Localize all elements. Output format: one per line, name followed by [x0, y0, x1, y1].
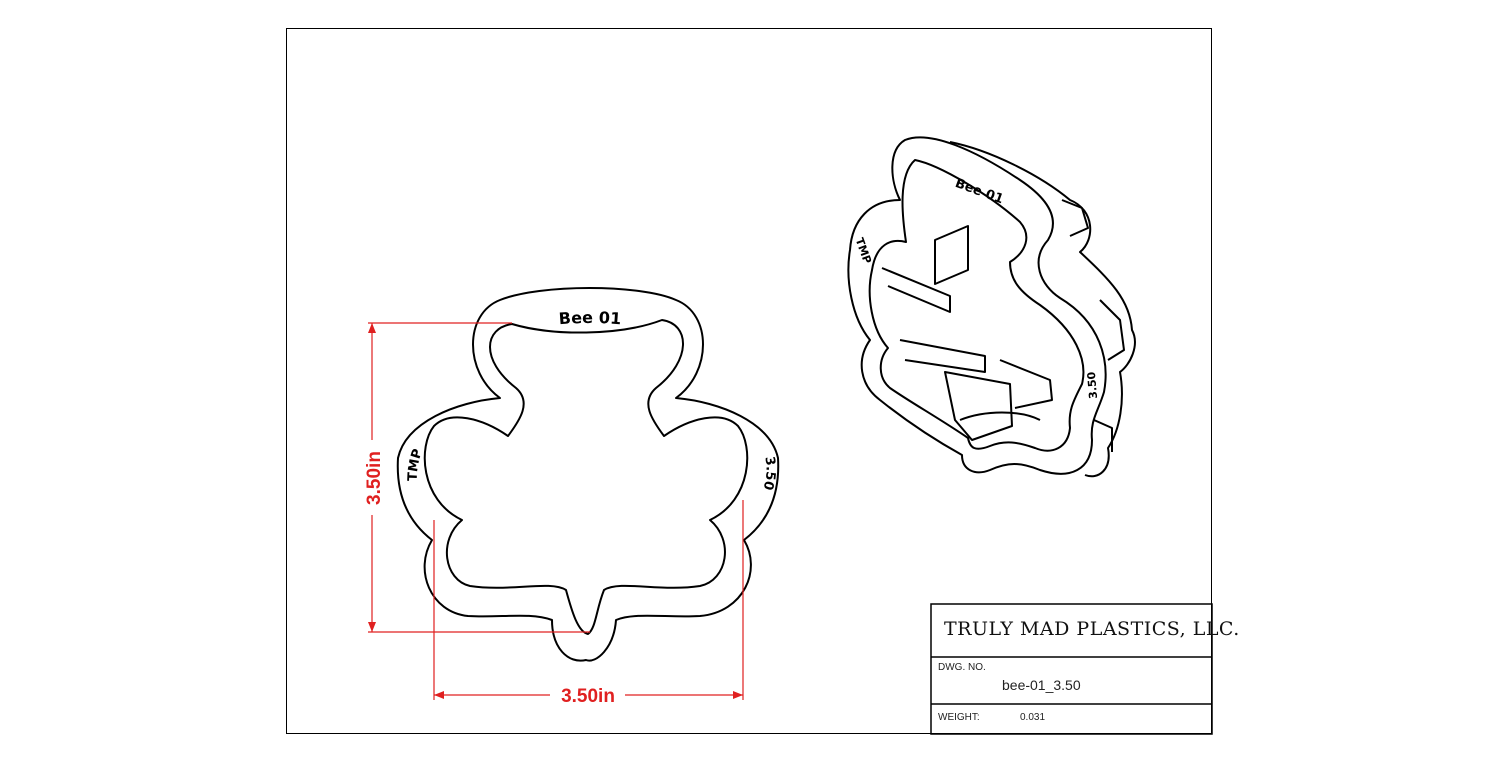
isometric-view-cutter [847, 136, 1136, 478]
cutter-inner-outline [423, 319, 749, 635]
iso-engraving-size: 3.50 [1085, 371, 1100, 400]
weight-label: WEIGHT: [938, 712, 980, 723]
dimension-lines [368, 322, 744, 700]
iso-engraving-brand: TMP [853, 236, 874, 265]
front-view-cutter [396, 287, 780, 662]
title-block-company: TRULY MAD PLASTICS, LLC. [944, 618, 1240, 640]
engraving-name-text: Bee 01 [558, 308, 622, 328]
iso-back-outline [949, 141, 1136, 478]
engraving-brand-text: TMP [406, 447, 426, 481]
dwg-no-label: DWG. NO. [938, 662, 986, 673]
engraving-size-text: 3.50 [760, 456, 778, 492]
iso-engraving-name: Bee 01 [953, 176, 1005, 207]
iso-front-outer [847, 136, 1107, 475]
drawing-frame [286, 28, 1212, 734]
title-block [930, 603, 1213, 735]
iso-front-inner [868, 159, 1085, 452]
weight-value: 0.031 [1020, 712, 1046, 723]
cutter-outer-outline [396, 287, 780, 662]
dwg-no-value: bee-01_3.50 [1002, 677, 1081, 693]
dimension-width-label: 3.50in [561, 686, 615, 707]
dimension-height-label: 3.50in [364, 451, 385, 505]
